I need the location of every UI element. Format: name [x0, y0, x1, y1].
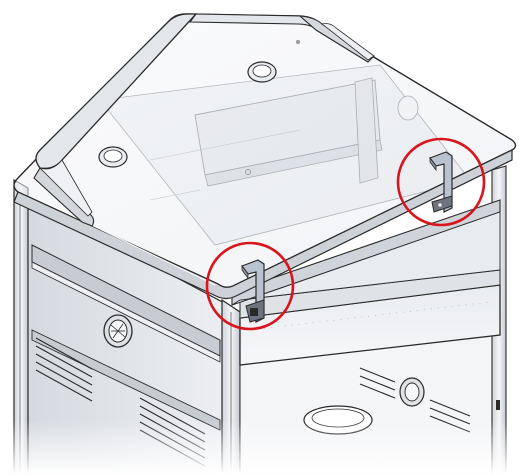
bracket-clip-right — [429, 151, 453, 213]
left-side-panel — [21, 193, 229, 475]
back-raised-rail — [188, 13, 375, 63]
highlight-circle-right — [396, 137, 486, 227]
rear-grommet — [399, 377, 425, 407]
vent-slots-upper — [35, 337, 93, 402]
front-drawer-panel — [239, 269, 501, 366]
bracket-clip-left — [241, 259, 265, 323]
bottom-fade — [0, 420, 519, 475]
top-front-rail — [231, 199, 501, 306]
highlight-circle-left — [205, 241, 295, 331]
top-grommet-front — [98, 146, 128, 168]
left-raised-rail — [33, 13, 198, 227]
side-grommet — [103, 314, 133, 348]
top-grommet-back — [247, 61, 277, 83]
